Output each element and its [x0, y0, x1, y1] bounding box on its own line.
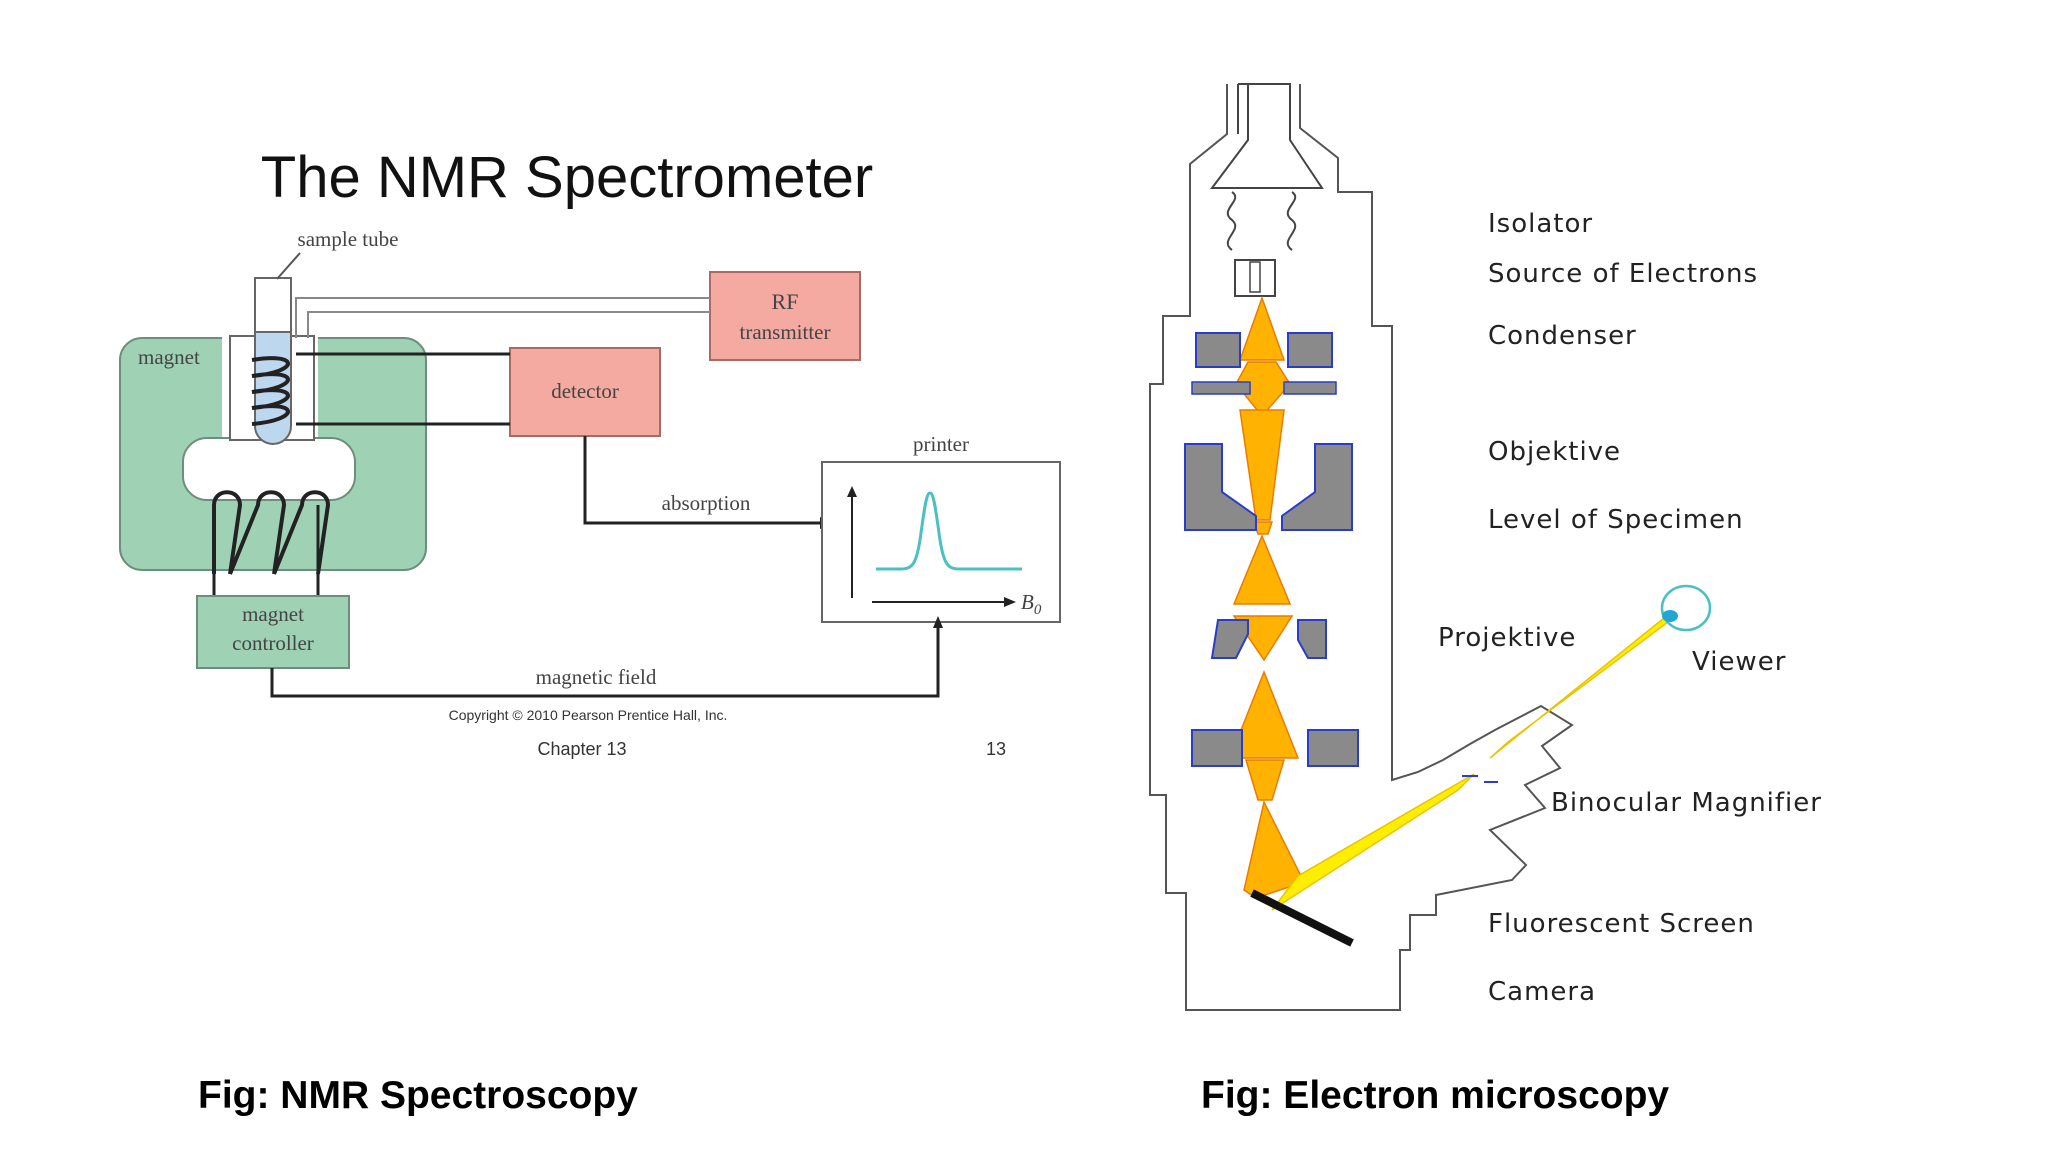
field-coils — [212, 490, 331, 575]
magnet-controller: magnet controller — [196, 595, 350, 669]
nmr-title: The NMR Spectrometer — [261, 145, 873, 210]
source-label: Source of Electrons — [1488, 259, 1758, 289]
printer: printer B0 — [821, 432, 1061, 623]
condenser-lens-left — [1195, 332, 1241, 368]
rf-transmitter: RF transmitter — [709, 271, 861, 361]
viewer-label: Viewer — [1692, 647, 1786, 677]
beam-projective-lower — [1228, 669, 1300, 759]
detector-box — [509, 347, 661, 437]
nmr-diagram: The NMR Spectrometer magnet sample tube … — [119, 145, 1061, 759]
binocular-label: Binocular Magnifier — [1551, 788, 1822, 818]
projective-lens — [1210, 619, 1327, 659]
magnetic-field-line — [270, 626, 940, 698]
electron-microscope: Isolator Source of Electrons Condenser O… — [1149, 83, 1822, 1011]
condenser-aperture-right — [1283, 381, 1337, 395]
magnetic-field-label: magnetic field — [536, 665, 657, 689]
specimen-label: Level of Specimen — [1488, 505, 1744, 535]
printer-x-arrowhead — [1004, 597, 1016, 607]
isolator-spring-left — [1226, 191, 1237, 251]
rf-label-2: transmitter — [740, 320, 831, 344]
viewer-eye-iris — [1662, 610, 1678, 622]
sample-tube-pointer — [276, 252, 301, 280]
projective-pole-right — [1297, 619, 1327, 659]
screen-label: Fluorescent Screen — [1488, 909, 1755, 939]
lower-lens-left — [1191, 729, 1243, 767]
detector-label: detector — [551, 379, 619, 403]
lower-lens-right — [1307, 729, 1359, 767]
objective-pole-right — [1281, 443, 1353, 531]
beam-condenser-lower — [1235, 361, 1291, 418]
projective-pole-left — [1210, 619, 1249, 659]
condenser-lens-right — [1287, 332, 1333, 368]
nmr-caption: Fig: NMR Spectroscopy — [198, 1074, 638, 1117]
rf-label-1: RF — [772, 289, 799, 314]
isolator-label: Isolator — [1488, 209, 1593, 239]
em-caption: Fig: Electron microscopy — [1201, 1074, 1669, 1117]
detector: detector — [509, 347, 661, 437]
electron-beam — [1228, 295, 1670, 911]
condenser-label: Condenser — [1488, 321, 1637, 351]
probe-coil — [251, 356, 290, 426]
printer-label: printer — [913, 432, 969, 456]
electron-gun-cone — [1210, 83, 1324, 189]
viewer-eye-icon — [1660, 584, 1712, 632]
lower-lens — [1191, 729, 1359, 767]
fluorescent-screen — [1250, 889, 1354, 947]
sample-probe: sample tube — [229, 227, 399, 445]
magnet-label: magnet — [138, 345, 200, 369]
absorption-line — [583, 436, 822, 525]
magnetic-field-arrowhead — [933, 616, 943, 628]
column-outline — [1149, 84, 1574, 1011]
sample-tube-top — [254, 277, 292, 333]
camera-label: Camera — [1488, 977, 1596, 1007]
absorption-label: absorption — [662, 491, 751, 515]
page-number: 13 — [986, 739, 1006, 759]
objektive-label: Objektive — [1488, 437, 1621, 467]
chapter-text: Chapter 13 — [537, 739, 626, 759]
beam-after-specimen — [1232, 534, 1292, 605]
magnet-controller-label-2: controller — [232, 631, 314, 655]
rf-cable — [295, 297, 710, 338]
sample-tube-label: sample tube — [298, 227, 399, 251]
objective-pole-left — [1184, 443, 1257, 531]
projektive-label: Projektive — [1438, 623, 1576, 653]
electron-source-tip — [1249, 261, 1261, 293]
b0-label: B0 — [1021, 590, 1042, 618]
condenser-aperture-left — [1191, 381, 1251, 395]
rf-transmitter-box — [709, 271, 861, 361]
beam-final-cone-top — [1244, 759, 1286, 801]
light-to-binocular — [1271, 773, 1475, 911]
magnet-controller-label-1: magnet — [242, 602, 304, 626]
viewer-eye-outline — [1660, 584, 1712, 632]
beam-to-objective — [1239, 409, 1285, 521]
isolator-spring-right — [1286, 191, 1297, 251]
copyright-text: Copyright © 2010 Pearson Prentice Hall, … — [449, 707, 728, 723]
condenser-lenses — [1191, 332, 1337, 395]
beam-source-cone — [1238, 295, 1286, 361]
objective-lens — [1184, 443, 1353, 531]
spectrum-peak — [876, 491, 1022, 571]
printer-y-arrowhead — [847, 486, 857, 497]
